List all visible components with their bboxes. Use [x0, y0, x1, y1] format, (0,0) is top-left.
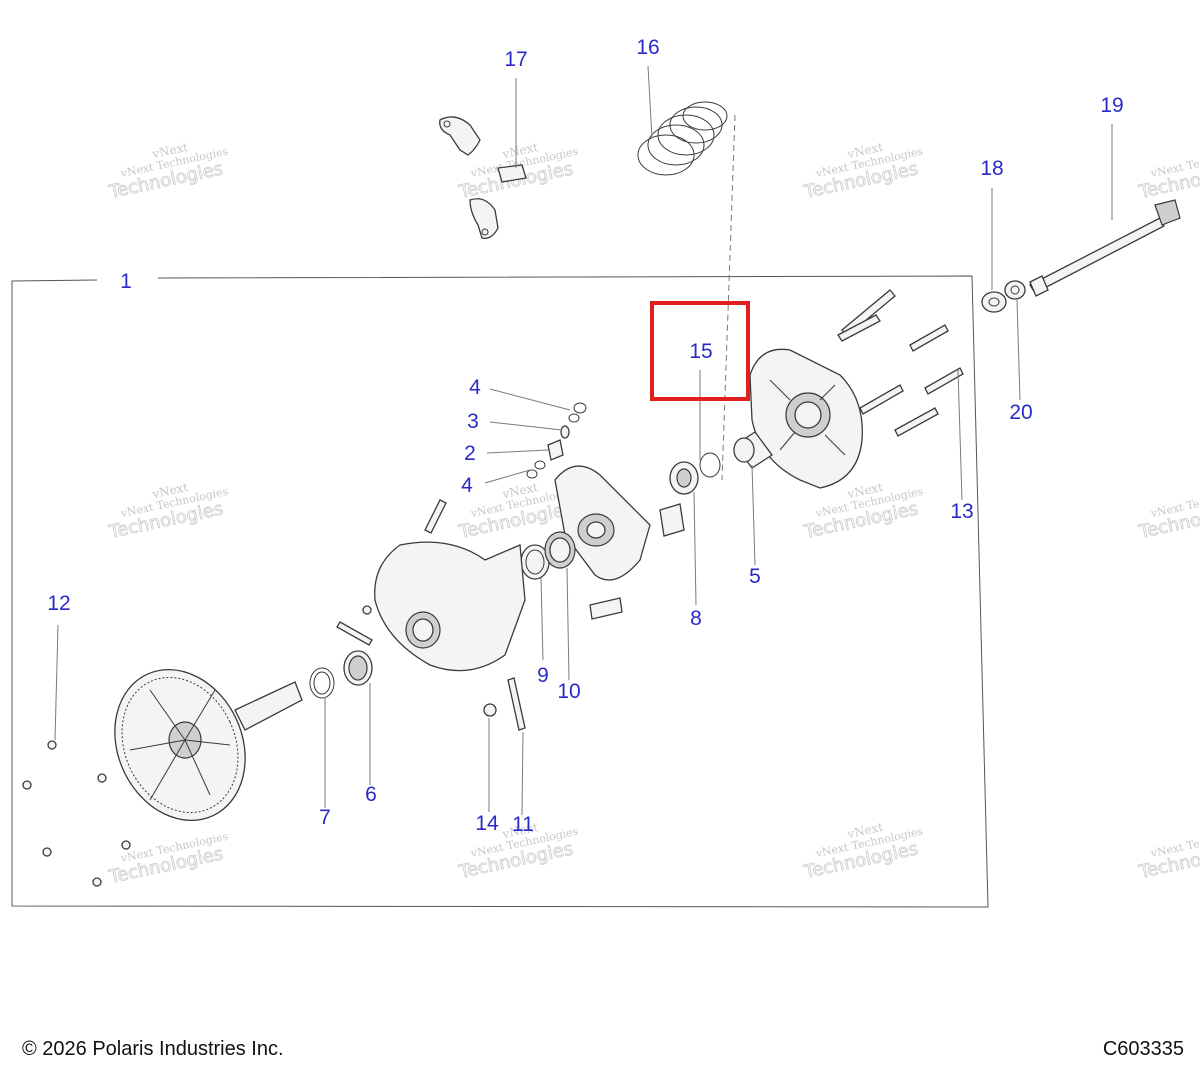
part-3-roller: [560, 425, 570, 439]
callout-8[interactable]: 8: [690, 607, 702, 630]
assembly-frame: [11, 275, 989, 908]
callout-18[interactable]: 18: [980, 157, 1003, 180]
callout-2[interactable]: 2: [464, 442, 476, 465]
callout-4-top[interactable]: 4: [469, 376, 481, 399]
part-moveable-sheave: [336, 499, 526, 672]
callout-17[interactable]: 17: [504, 48, 527, 71]
callout-1[interactable]: 1: [120, 270, 132, 293]
callout-7[interactable]: 7: [319, 806, 331, 829]
part-18-nut: [981, 291, 1007, 313]
callouts: 1 2 3 4 4 5 6 7 8 9 10 11 12 13 14 15 16…: [47, 36, 1123, 836]
part-16-spring: [637, 101, 728, 176]
callout-15[interactable]: 15: [689, 340, 712, 363]
part-7-ring: [309, 667, 335, 699]
part-20-washer: [1004, 280, 1026, 300]
callout-6[interactable]: 6: [365, 783, 377, 806]
part-8-bearing: [669, 461, 699, 495]
watermark: vNext Technologies Technologies: [106, 830, 229, 889]
callout-19[interactable]: 19: [1100, 94, 1123, 117]
watermark: vNext vNext Technologies Technologies: [106, 140, 229, 204]
callout-16[interactable]: 16: [636, 36, 659, 59]
watermarks: vNext vNext Technologies Technologies vN…: [106, 140, 1200, 889]
part-4-washer-top: [568, 402, 587, 423]
part-5-bushing: [733, 431, 773, 469]
watermark: vNext Technologies Technologies: [1136, 485, 1200, 544]
callout-5[interactable]: 5: [749, 565, 761, 588]
part-12-screws: [22, 740, 131, 887]
callout-12[interactable]: 12: [47, 592, 70, 615]
callout-4-bottom[interactable]: 4: [461, 474, 473, 497]
part-14-nut: [483, 703, 497, 717]
callout-14[interactable]: 14: [475, 812, 499, 835]
part-6-bushing: [343, 650, 373, 686]
drawing-code: C603335: [1102, 1038, 1184, 1060]
part-9-seal: [520, 544, 550, 580]
part-4-washer-bottom: [526, 460, 546, 479]
part-15-ring: [699, 452, 721, 478]
watermark: vNext vNext Technologies Technologies: [801, 140, 924, 204]
watermark: vNext Technologies Technologies: [1136, 145, 1200, 204]
callout-3[interactable]: 3: [467, 410, 479, 433]
part-11-pin: [507, 677, 526, 731]
callout-11[interactable]: 11: [512, 813, 534, 836]
part-13-bolts: [837, 289, 964, 437]
watermark: vNext Technologies Technologies: [1136, 825, 1200, 884]
part-17-clutch-weights: [439, 116, 527, 239]
callout-20[interactable]: 20: [1009, 401, 1032, 424]
callout-9[interactable]: 9: [537, 664, 549, 687]
part-spider-hub: [554, 465, 685, 620]
callout-13[interactable]: 13: [950, 500, 973, 523]
highlight-box: [650, 301, 750, 401]
part-fixed-sheave: [114, 668, 303, 822]
part-2-bushing: [547, 439, 564, 461]
copyright-text: © 2026 Polaris Industries Inc.: [22, 1038, 284, 1060]
watermark: vNext vNext Technologies Technologies: [801, 820, 924, 884]
leader-lines: [54, 65, 1113, 816]
part-cover-plate: [749, 348, 863, 489]
part-10-seal: [544, 531, 576, 569]
callout-10[interactable]: 10: [557, 680, 580, 703]
part-19-bolt: [1029, 199, 1181, 297]
watermark: vNext vNext Technologies Technologies: [106, 480, 229, 544]
